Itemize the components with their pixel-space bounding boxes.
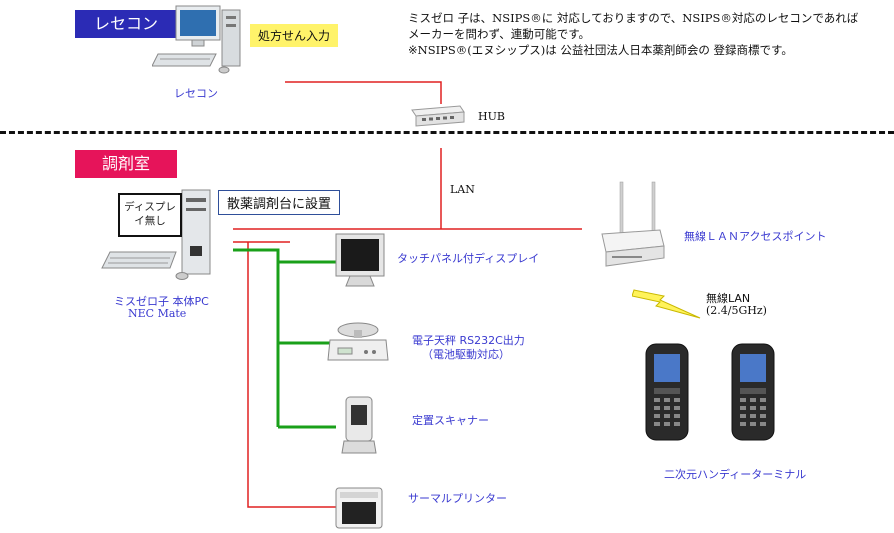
- desktop-pc-icon: [101, 189, 211, 280]
- handy-terminal-caption: 二次元ハンディーターミナル: [664, 468, 807, 481]
- main-pc-caption-line1: ミスゼロ子 本体PC: [114, 295, 209, 308]
- note-line-3: ※NSIPS®(エヌシップス)は 公益社団法人日本薬剤師会の 登録商標です。: [408, 43, 793, 57]
- section-label-chozai: 調剤室: [75, 150, 177, 178]
- lightning-bolt-icon: [632, 289, 701, 319]
- main-pc-caption-line2: NEC Mate: [128, 307, 187, 320]
- wireless-lan-caption-line1: 無線LAN: [706, 292, 751, 305]
- lan-line-recon-hub: [285, 81, 442, 104]
- usb-line-display: [233, 248, 336, 264]
- scanner-caption: 定置スキャナー: [412, 414, 489, 427]
- note-line-1: ミスゼロ 子は、NSIPS®に 対応しておりますので、NSIPS®対応のレセコン…: [408, 11, 859, 25]
- access-point-caption: 無線ＬＡＮアクセスポイント: [684, 230, 827, 243]
- thermal-printer-icon: [335, 487, 383, 529]
- lan-line-printer: [247, 242, 336, 508]
- note-line-2: メーカーを問わず、連動可能です。: [408, 27, 591, 41]
- handheld-terminal-icon: [645, 343, 689, 441]
- handheld-terminal-icon: [731, 343, 775, 441]
- electronic-scale-icon: [327, 322, 389, 361]
- monitor-icon: [335, 233, 385, 287]
- zone-divider: [0, 131, 894, 134]
- desktop-pc-icon: [152, 5, 241, 74]
- prescription-input-label: 処方せん入力: [250, 24, 339, 47]
- nsips-note: ミスゼロ 子は、NSIPS®に 対応しておりますので、NSIPS®対応のレセコン…: [408, 10, 878, 58]
- scale-caption-line2: （電池駆動対応）: [422, 348, 510, 361]
- barcode-scanner-icon: [341, 396, 377, 454]
- install-location-label: 散薬調剤台に設置: [218, 190, 341, 215]
- wireless-lan-caption-line2: (2.4/5GHz): [706, 304, 767, 317]
- network-hub-icon: [411, 105, 465, 127]
- touch-display-caption: タッチパネル付ディスプレイ: [397, 252, 540, 265]
- lan-caption: LAN: [450, 183, 475, 196]
- section-label-recon: レセコン: [75, 10, 177, 38]
- hub-caption: HUB: [478, 110, 505, 123]
- scale-caption-line1: 電子天秤 RS232C出力: [412, 334, 525, 347]
- wireless-router-icon: [601, 181, 665, 267]
- recon-pc-caption: レセコン: [174, 87, 218, 100]
- printer-caption: サーマルプリンター: [408, 492, 507, 505]
- display-none-label: ディスプレイ無し: [118, 193, 182, 237]
